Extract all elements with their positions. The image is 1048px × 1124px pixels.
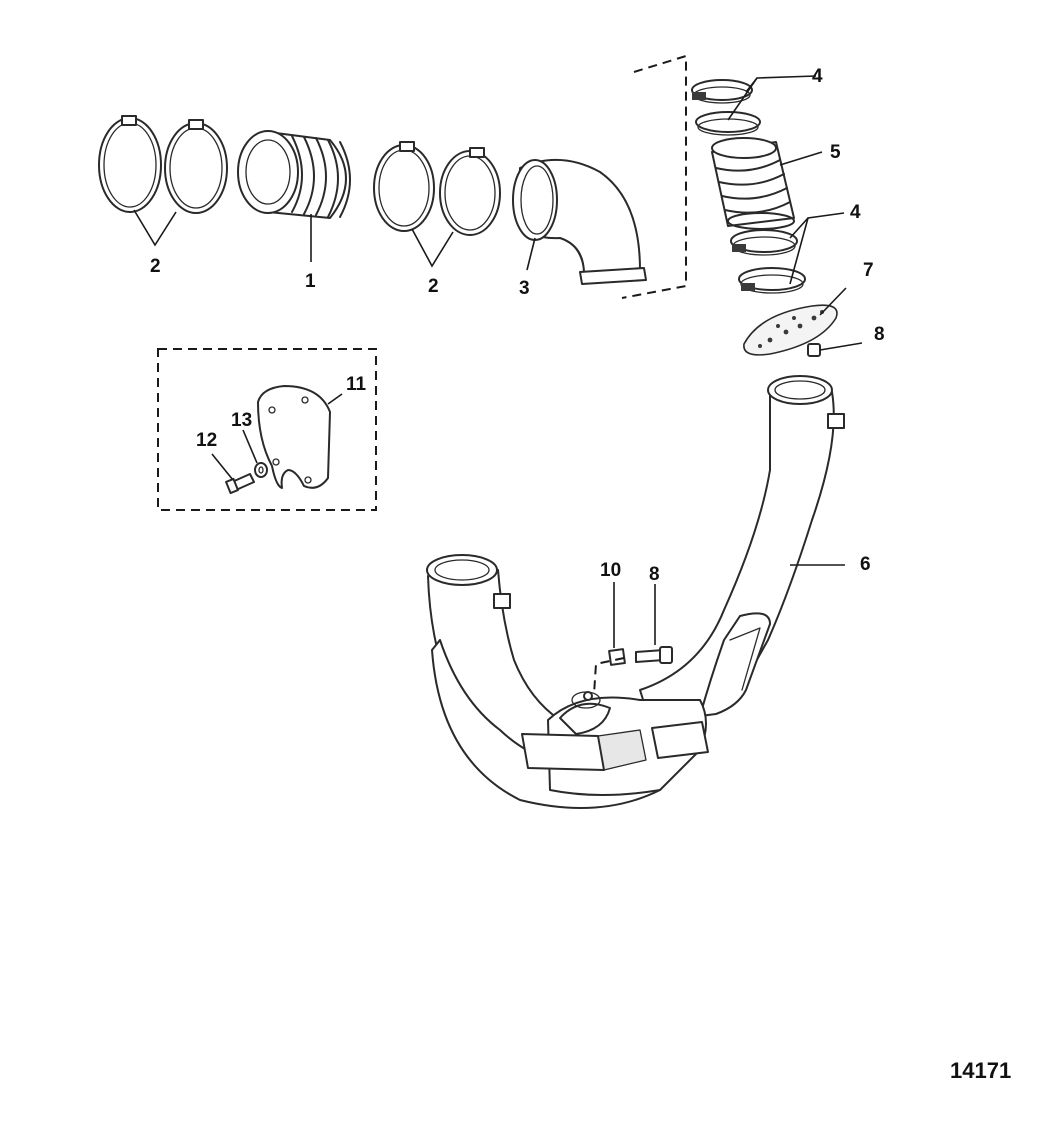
figure-number: 14171 xyxy=(950,1058,1011,1083)
callout-2-left: 2 xyxy=(150,256,161,277)
hose-clamp-left-inner xyxy=(164,119,228,214)
hose-clamp-lower-1 xyxy=(730,229,798,256)
y-pipe xyxy=(426,375,845,809)
nut xyxy=(608,648,626,666)
gasket xyxy=(743,304,838,356)
plug xyxy=(807,343,821,357)
washer xyxy=(254,462,268,478)
callout-7: 7 xyxy=(863,260,874,281)
callout-5: 5 xyxy=(830,142,841,163)
hose-clamp-middle-outer xyxy=(373,141,435,232)
callout-10: 10 xyxy=(600,560,621,581)
exhaust-elbow xyxy=(512,159,647,285)
callout-8-lower: 8 xyxy=(649,564,660,585)
callout-8-upper: 8 xyxy=(874,324,885,345)
hose-clamp-middle-inner xyxy=(439,147,501,236)
screw xyxy=(225,473,255,495)
nut-position-line xyxy=(593,657,625,695)
hose-clamp-left-outer xyxy=(98,115,162,213)
callout-1: 1 xyxy=(305,271,316,292)
callout-11: 11 xyxy=(346,374,367,395)
hose-clamp-upper-2 xyxy=(695,111,761,136)
callout-4-upper: 4 xyxy=(812,66,823,87)
exhaust-hose xyxy=(711,137,795,230)
callout-4-lower: 4 xyxy=(850,202,861,223)
callout-2-middle: 2 xyxy=(428,276,439,297)
leader-lines xyxy=(133,75,863,648)
kit-bracket xyxy=(621,54,687,299)
callout-3: 3 xyxy=(519,278,530,299)
hose-clamp-lower-2 xyxy=(738,267,806,294)
hose-clamp-upper-1 xyxy=(691,79,753,104)
cover-plate xyxy=(257,385,331,489)
bolt xyxy=(635,646,673,664)
exhaust-bellows xyxy=(237,130,351,219)
callout-12: 12 xyxy=(196,430,217,451)
inset-box xyxy=(157,348,377,511)
callout-13: 13 xyxy=(231,410,252,431)
callout-6: 6 xyxy=(860,554,871,575)
